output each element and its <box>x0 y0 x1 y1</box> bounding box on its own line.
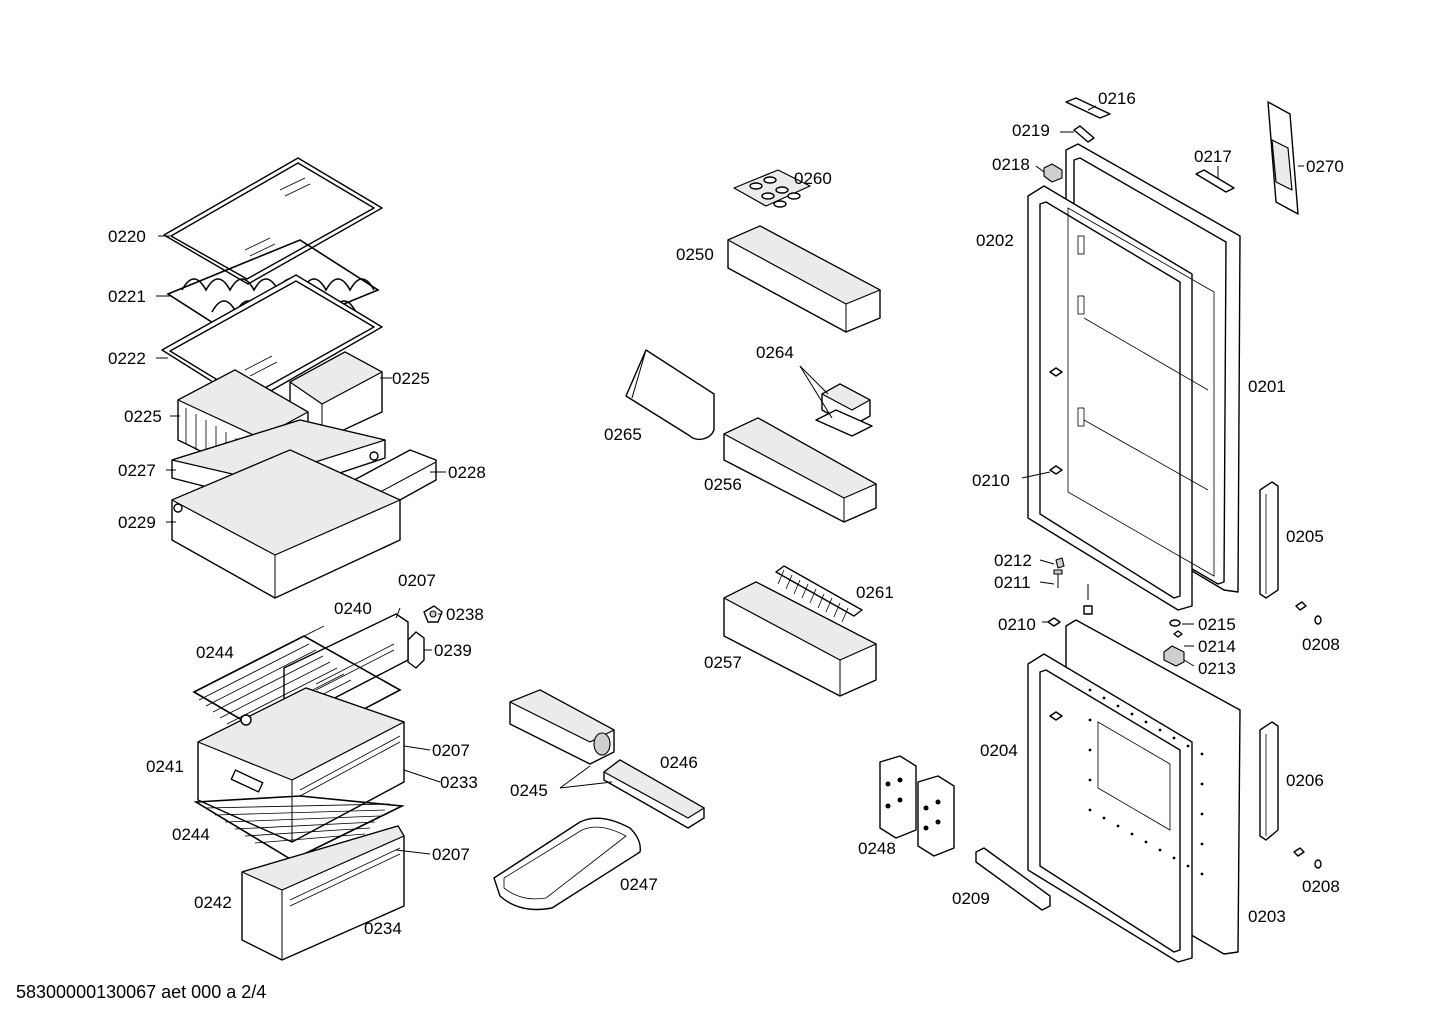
part-0209-strip <box>975 847 1051 911</box>
label-0244-lower: 0244 <box>172 825 210 844</box>
label-0207-top: 0207 <box>398 571 436 590</box>
label-0225-right: 0225 <box>392 369 430 388</box>
label-0245: 0245 <box>510 781 548 800</box>
label-0210-lower: 0210 <box>998 615 1036 634</box>
part-0239-clip <box>407 631 425 669</box>
part-0217-strip <box>1195 169 1235 193</box>
label-0214: 0214 <box>1198 637 1236 656</box>
label-0201: 0201 <box>1248 377 1286 396</box>
part-labels: 0220 0221 0222 0225 0225 0227 0228 0229 … <box>108 89 1344 938</box>
label-0238: 0238 <box>446 605 484 624</box>
label-0219: 0219 <box>1012 121 1050 140</box>
part-0244-wire-shelf-lower <box>193 795 405 861</box>
part-0210-screws <box>1047 617 1061 627</box>
label-0261: 0261 <box>856 583 894 602</box>
part-0260-egg-tray <box>733 169 811 208</box>
part-0270-panel <box>1267 101 1299 215</box>
label-0260: 0260 <box>794 169 832 188</box>
leader-lines <box>156 105 1304 855</box>
part-0212-0211-screw <box>1053 557 1065 588</box>
part-0257-door-shelf <box>723 581 877 697</box>
document-id-footer: 58300000130067 aet 000 a 2/4 <box>16 982 266 1002</box>
label-0270: 0270 <box>1306 157 1344 176</box>
part-0248-cooling-packs <box>879 755 955 857</box>
part-0206-lower-handle <box>1259 721 1322 869</box>
part-0229-drawer <box>171 449 401 599</box>
part-0204-lower-gasket <box>1027 653 1204 963</box>
part-hinge-pin <box>1083 584 1093 615</box>
label-0233: 0233 <box>440 773 478 792</box>
label-0216: 0216 <box>1098 89 1136 108</box>
label-0217: 0217 <box>1194 147 1232 166</box>
label-0248: 0248 <box>858 839 896 858</box>
label-0241: 0241 <box>146 757 184 776</box>
label-0228: 0228 <box>448 463 486 482</box>
label-0206: 0206 <box>1286 771 1324 790</box>
label-0208-lower: 0208 <box>1302 877 1340 896</box>
part-0238-knob <box>423 605 443 623</box>
label-0207-bottom: 0207 <box>432 845 470 864</box>
label-0225-left: 0225 <box>124 407 162 426</box>
part-0245-ice-container <box>509 689 615 765</box>
label-0213: 0213 <box>1198 659 1236 678</box>
part-0233-crisper-drawer <box>197 687 405 843</box>
label-0212: 0212 <box>994 551 1032 570</box>
label-0220: 0220 <box>108 227 146 246</box>
label-0205: 0205 <box>1286 527 1324 546</box>
part-0265-cover <box>625 349 715 441</box>
part-0256-door-shelf <box>723 417 877 523</box>
label-0209: 0209 <box>952 889 990 908</box>
label-0257: 0257 <box>704 653 742 672</box>
part-0250-door-shelf <box>727 225 881 333</box>
part-0219-clip <box>1073 125 1095 143</box>
label-0204: 0204 <box>980 741 1018 760</box>
label-0229: 0229 <box>118 513 156 532</box>
label-0211: 0211 <box>994 573 1031 592</box>
label-0250: 0250 <box>676 245 714 264</box>
part-0247-ice-tray <box>493 817 641 911</box>
part-0246-tray <box>603 759 705 829</box>
part-0215-0214-0213-hinge-parts <box>1163 619 1185 667</box>
label-0207-middle: 0207 <box>432 741 470 760</box>
label-0264: 0264 <box>756 343 794 362</box>
part-0205-upper-handle <box>1259 481 1322 625</box>
part-0220-glass-shelf <box>163 157 383 285</box>
label-0218: 0218 <box>992 155 1030 174</box>
part-0261-bottle-retainer <box>775 565 863 623</box>
label-0242: 0242 <box>194 893 232 912</box>
part-0218-block <box>1043 163 1063 183</box>
part-0264-butter-box <box>815 383 873 437</box>
label-0221: 0221 <box>108 287 146 306</box>
label-0246: 0246 <box>660 753 698 772</box>
label-0208-upper: 0208 <box>1302 635 1340 654</box>
label-0202: 0202 <box>976 231 1014 250</box>
dot-grid <box>1088 688 1204 876</box>
label-0244-upper: 0244 <box>196 643 234 662</box>
label-0247: 0247 <box>620 875 658 894</box>
part-0234-bottom-drawer <box>241 825 405 961</box>
part-0216-cover <box>1065 97 1111 119</box>
label-0240: 0240 <box>334 599 372 618</box>
label-0215: 0215 <box>1198 615 1236 634</box>
label-0239: 0239 <box>434 641 472 660</box>
label-0265: 0265 <box>604 425 642 444</box>
label-0234: 0234 <box>364 919 402 938</box>
label-0203: 0203 <box>1248 907 1286 926</box>
label-0256: 0256 <box>704 475 742 494</box>
label-0210-upper: 0210 <box>972 471 1010 490</box>
label-0227: 0227 <box>118 461 156 480</box>
part-0202-upper-gasket <box>1027 185 1215 611</box>
label-0222: 0222 <box>108 349 146 368</box>
